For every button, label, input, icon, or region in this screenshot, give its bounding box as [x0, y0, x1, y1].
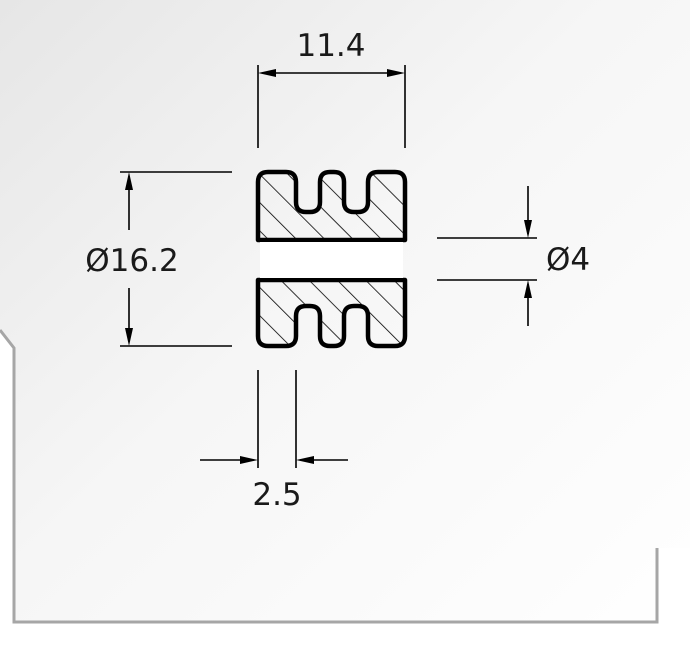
section-bottom-half — [255, 277, 408, 349]
dimension-overall-width — [257, 65, 406, 148]
label-outer-diameter: Ø16.2 — [85, 243, 178, 279]
section-top-half — [255, 169, 408, 243]
label-groove-width: 2.5 — [252, 477, 301, 513]
label-overall-width: 11.4 — [296, 28, 365, 64]
dimension-bore-diameter — [437, 186, 537, 326]
dimension-outer-diameter — [120, 171, 232, 347]
sheet-frame — [0, 329, 659, 624]
bore-channel — [260, 242, 403, 278]
dimension-groove-width — [200, 370, 348, 468]
label-bore-diameter: Ø4 — [546, 242, 590, 278]
